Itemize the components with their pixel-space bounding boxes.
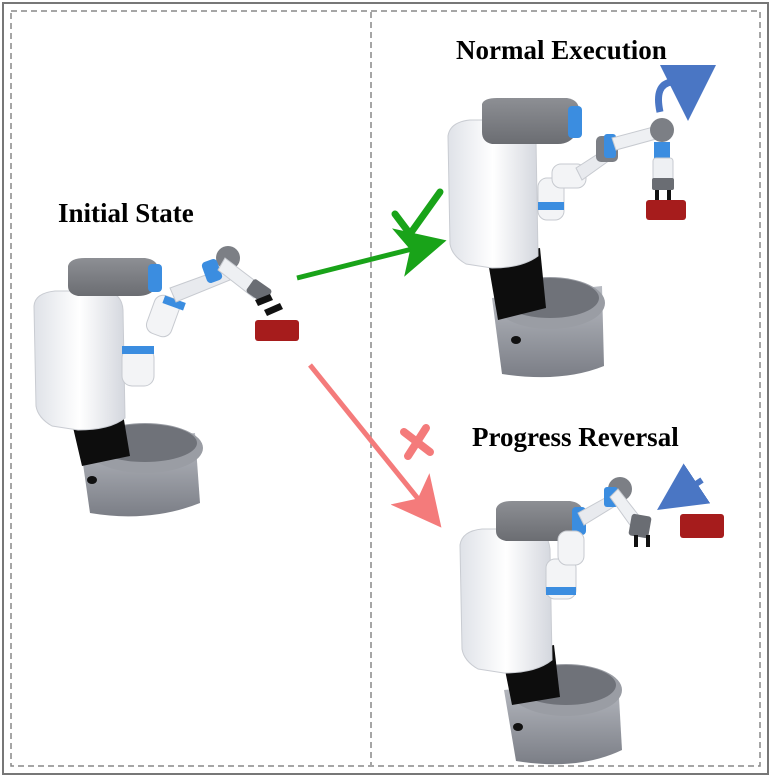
cross-mark-icon bbox=[400, 424, 434, 460]
curved-arrow-icon bbox=[655, 64, 716, 121]
inner-dashed-border bbox=[10, 10, 761, 767]
progress-reversal-label: Progress Reversal bbox=[472, 422, 679, 452]
robot-arm bbox=[545, 477, 652, 600]
initial-state-label: Initial State bbox=[58, 198, 194, 228]
robot-head-accent bbox=[148, 264, 162, 292]
robot-head bbox=[68, 258, 159, 296]
straight-arrow-icon bbox=[657, 463, 711, 510]
robot-normal-execution bbox=[447, 98, 674, 378]
normal-execution-label: Normal Execution bbox=[456, 35, 667, 65]
red-block-reversal bbox=[680, 514, 724, 538]
robot-arm bbox=[121, 246, 283, 387]
robot-initial-state bbox=[33, 246, 283, 517]
robot-head bbox=[482, 98, 580, 144]
success-arrow bbox=[296, 228, 447, 281]
robot-head bbox=[496, 501, 584, 541]
robot-torso bbox=[447, 119, 539, 269]
robot-torso bbox=[33, 290, 126, 431]
failure-arrow bbox=[308, 363, 442, 528]
red-block-initial bbox=[255, 320, 299, 341]
robot-arm bbox=[537, 118, 674, 221]
red-block-normal bbox=[646, 200, 686, 220]
robot-head-accent bbox=[568, 106, 582, 138]
check-mark-icon bbox=[391, 188, 444, 238]
robot-torso bbox=[459, 528, 553, 674]
robot-progress-reversal bbox=[459, 477, 652, 765]
